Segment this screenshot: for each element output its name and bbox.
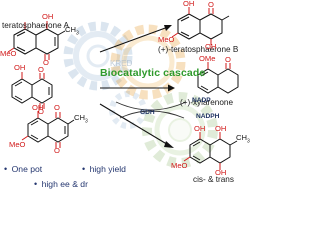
feature-yield: • high yield [82, 160, 126, 176]
atom-oh: OH [42, 12, 54, 21]
atom-ch3: CH3 [74, 113, 88, 125]
molecule-teratosphaerone-b [171, 7, 230, 45]
label-teratosphaerone-b: (+)-teratosphaerone B [158, 45, 239, 54]
atom-o: O [43, 58, 49, 67]
bullet-icon: • [4, 164, 8, 174]
bullet-icon: • [82, 164, 86, 174]
kred-label: KRED [110, 59, 133, 68]
atom-ome: OMe [199, 54, 216, 63]
atom-oh: OH [32, 103, 44, 112]
molecule-naphthoquinone [11, 72, 53, 109]
scheme-canvas [7, 7, 239, 170]
cofactor-cycle [115, 101, 187, 119]
atom-oh: OH [194, 124, 206, 133]
atom-ch3: CH3 [236, 133, 250, 145]
molecule-methyl-quinone [21, 111, 75, 148]
atom-meo: MeO [9, 140, 26, 149]
molecule-xylarenone [197, 62, 239, 94]
feature-one-pot: • One pot [4, 160, 42, 176]
atom-oh: OH [215, 168, 227, 177]
feature-one-pot-text: One pot [11, 164, 43, 174]
atom-oh: OH [205, 42, 217, 51]
atom-o: O [225, 55, 231, 64]
bullet-icon: • [34, 179, 38, 189]
atom-oh: OH [183, 0, 195, 8]
reaction-arrows [99, 25, 175, 148]
gear-center-icon [110, 24, 186, 100]
cascade-title: Biocatalytic cascade [100, 67, 206, 79]
molecule-teratosphaerone-a [7, 21, 66, 60]
label-xylarenone: (+)-xylarenone [180, 98, 234, 107]
gear-left-icon [63, 21, 133, 91]
atom-o: O [38, 65, 44, 74]
atom-meo: MeO [0, 49, 17, 58]
label-teratosphaerone-a: teratosphaerone A [2, 21, 69, 30]
atom-meo: MeO [171, 161, 188, 170]
atom-ch3: CH3 [65, 25, 79, 37]
feature-selectivity-text: high ee & dr [41, 179, 88, 189]
atom-o: O [208, 0, 214, 9]
graphical-abstract: KRED Biocatalytic cascade teratosphaeron… [0, 0, 250, 189]
atom-o: O [38, 107, 44, 116]
atom-oh: OH [14, 63, 26, 72]
atom-o: O [54, 103, 60, 112]
atom-oh: OH [215, 124, 227, 133]
feature-yield-text: high yield [89, 164, 126, 174]
feature-selectivity: • high ee & dr [34, 175, 88, 189]
label-cis-trans: cis- & trans [193, 175, 234, 184]
molecule-diol [183, 132, 238, 170]
nadp-label: NADP [192, 97, 211, 104]
nadph-label: NADPH [196, 113, 220, 120]
gdh-label: GDH [140, 109, 155, 116]
atom-o: O [54, 146, 60, 155]
gear-bottom-icon [142, 92, 218, 168]
atom-meo: MeO [158, 35, 175, 44]
